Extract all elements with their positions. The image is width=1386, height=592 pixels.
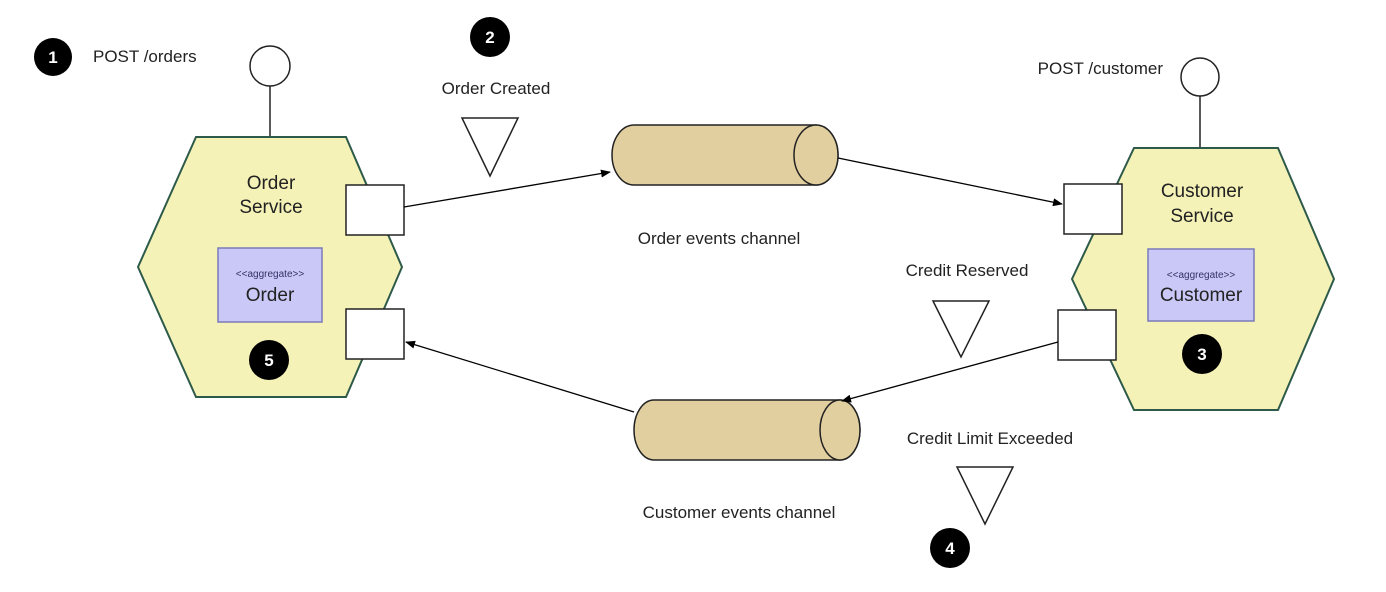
customer-inbound-port[interactable] [1063,183,1123,235]
order-outbound-port[interactable] [345,184,405,236]
orders-endpoint-circle[interactable] [249,45,291,87]
order-aggregate-stereotype: <<aggregate>> [236,269,305,280]
svg-text:3: 3 [1197,345,1206,364]
customer-service-title-line2: Service [1170,206,1233,227]
customer-outbound-port[interactable] [1057,309,1117,361]
channel-to-customer-arrow [837,157,1063,207]
order-service-title-line1: Order [247,173,296,194]
svg-text:4: 4 [945,539,955,558]
orders-endpoint-label: POST /orders [93,47,197,66]
customer-to-channel-arrow [841,341,1059,403]
step-marker-2: 2 [470,17,510,57]
order-to-channel-arrow [403,169,611,208]
order-channel-end [793,124,839,186]
channel-to-order-arrow [405,340,635,413]
step-marker-4: 4 [930,528,970,568]
order-events-channel[interactable] [611,124,839,186]
credit-reserved-event-icon [931,300,991,359]
order-inbound-port[interactable] [345,308,405,360]
order-service-title-line2: Service [239,197,302,218]
customer-service: Customer Service <<aggregate>> Customer [1057,57,1336,411]
order-aggregate-name: Order [246,285,295,306]
svg-text:1: 1 [48,48,57,67]
credit-reserved-label: Credit Reserved [906,261,1029,280]
step-marker-3: 3 [1182,334,1222,374]
order-aggregate[interactable] [217,247,323,323]
order-created-event-icon [460,117,520,178]
order-service: Order Service <<aggregate>> Order [136,45,405,398]
customer-channel-end [819,399,861,461]
svg-text:5: 5 [264,351,273,370]
customer-events-channel-label: Customer events channel [643,503,836,522]
step-marker-5: 5 [249,340,289,380]
credit-limit-exceeded-label: Credit Limit Exceeded [907,429,1073,448]
customer-endpoint-circle[interactable] [1180,57,1220,97]
customer-aggregate[interactable] [1147,248,1255,322]
customer-endpoint-label: POST /customer [1038,59,1164,78]
credit-limit-exceeded-event-icon [955,466,1015,526]
customer-aggregate-stereotype: <<aggregate>> [1167,270,1236,281]
customer-events-channel[interactable] [633,399,861,461]
step-marker-1: 1 [34,38,72,76]
order-created-label: Order Created [442,79,551,98]
order-events-channel-label: Order events channel [638,229,801,248]
svg-text:2: 2 [485,28,494,47]
customer-aggregate-name: Customer [1160,285,1243,306]
customer-service-title-line1: Customer [1161,181,1244,202]
